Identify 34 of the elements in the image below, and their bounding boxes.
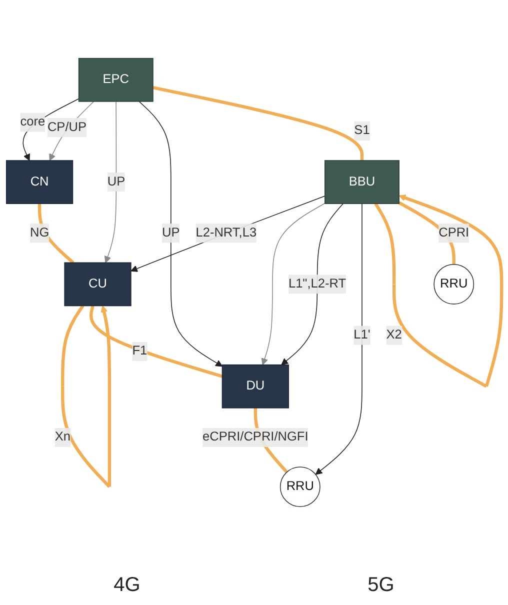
edge-label: UP — [107, 174, 126, 188]
arrow — [261, 202, 326, 366]
arrow — [315, 203, 362, 475]
connector — [38, 204, 74, 264]
edge-label: CPRI — [438, 226, 470, 240]
node-box: CU — [64, 262, 132, 306]
edge-label: NG — [30, 226, 50, 240]
node-box: CN — [6, 160, 74, 204]
node-box: EPC — [78, 58, 154, 102]
arrow — [130, 196, 326, 272]
arrow — [61, 304, 112, 488]
edge-label: Xn — [54, 430, 70, 444]
edge-label: L1' — [354, 328, 370, 342]
node-circle: RRU — [434, 264, 474, 304]
edge-label: L2-NRT,L3 — [196, 226, 257, 240]
edge-label: eCPRI/CPRI/NGFI — [202, 430, 308, 444]
arrow — [374, 194, 504, 388]
edge-label: UP — [162, 226, 180, 240]
arrow — [104, 101, 117, 263]
arrow — [138, 101, 223, 367]
node-circle: RRU — [280, 466, 320, 508]
edge-label: X2 — [386, 328, 402, 342]
connector — [89, 305, 223, 378]
edge-label: L1",L2-RT — [288, 277, 346, 291]
column-label: 5G — [368, 574, 394, 596]
arrow — [281, 203, 344, 366]
node-box: BBU — [324, 160, 400, 204]
edge-label: S1 — [354, 124, 370, 138]
connector — [152, 86, 364, 161]
node-box: DU — [222, 364, 289, 408]
column-label: 4G — [114, 574, 140, 596]
edge-label: F1 — [132, 344, 148, 358]
edge-label: CP/UP — [47, 120, 86, 134]
edge-label: core — [20, 115, 46, 129]
